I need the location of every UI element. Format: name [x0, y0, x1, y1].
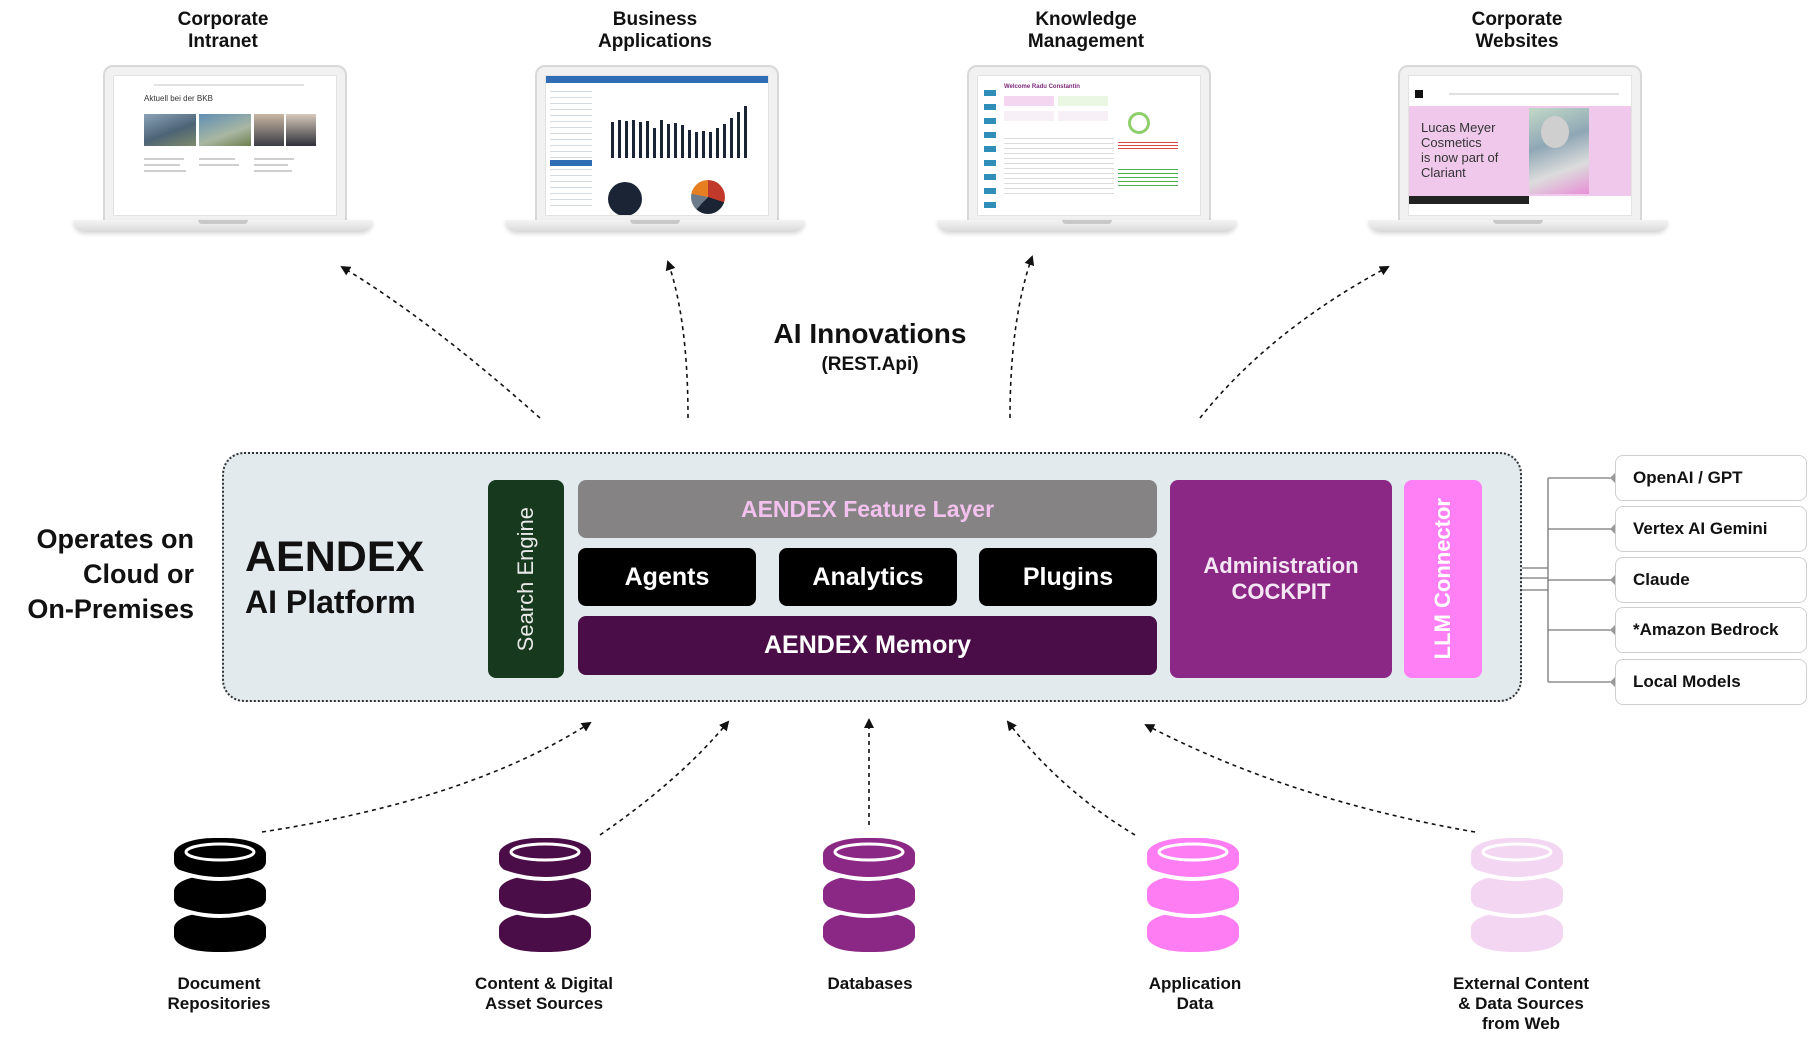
database-tier — [1471, 912, 1563, 952]
arrow-from-documents — [261, 721, 592, 833]
database-separator — [822, 905, 916, 918]
llm-model-claude: Claude — [1615, 557, 1807, 603]
database-tier — [499, 875, 591, 915]
deployment-note: Operates on Cloud or On-Premises — [27, 524, 194, 624]
database-separator — [1146, 868, 1240, 881]
database-tier — [1147, 912, 1239, 952]
database-separator — [1470, 868, 1564, 881]
data-source-label-application: Application Data — [1148, 974, 1242, 1013]
database-top-rim — [1157, 842, 1229, 862]
search-engine-label: Search Engine — [513, 506, 538, 652]
memory-label: AENDEX Memory — [764, 631, 971, 659]
feature-layer-block: AENDEX Feature Layer — [578, 480, 1157, 538]
database-tier — [499, 838, 591, 878]
arrow-to-intranet — [340, 265, 541, 419]
knowledge-screenshot: Welcome Radu Constantin — [977, 75, 1201, 216]
feature-layer-label: AENDEX Feature Layer — [740, 495, 995, 522]
ai-innovations-title: AI Innovations — [773, 318, 967, 349]
llm-model-vertex: Vertex AI Gemini — [1615, 506, 1807, 552]
ai-innovations-subtitle: (REST.Api) — [821, 354, 919, 375]
database-tier — [174, 838, 266, 878]
arrow-from-content — [599, 720, 730, 836]
database-tier — [1147, 875, 1239, 915]
arrow-to-business-apps — [665, 260, 689, 419]
database-top-rim — [509, 842, 581, 862]
database-separator — [173, 905, 267, 918]
database-tier — [1471, 875, 1563, 915]
database-icon-content — [498, 838, 592, 952]
knowledge-heading: Welcome Radu Constantin — [1004, 84, 1080, 90]
app-label-business-apps: Business Applications — [597, 9, 712, 52]
search-engine-block: Search Engine — [488, 480, 564, 678]
app-label-intranet: Corporate Intranet — [177, 9, 269, 52]
laptop-websites: Lucas Meyer Cosmetics is now part of Cla… — [1368, 65, 1668, 240]
data-source-label-databases: Databases — [827, 974, 913, 993]
llm-model-openai: OpenAI / GPT — [1615, 455, 1807, 501]
memory-block: AENDEX Memory — [578, 616, 1157, 675]
admin-cockpit-block: Administration COCKPIT — [1170, 480, 1392, 678]
database-top-rim — [184, 842, 256, 862]
plugins-label: Plugins — [1022, 562, 1114, 591]
plugins-block: Plugins — [979, 548, 1157, 606]
laptop-knowledge: Welcome Radu Constantin — [937, 65, 1237, 240]
arrow-from-application-data — [1006, 720, 1136, 836]
data-source-label-content: Content & Digital Asset Sources — [475, 974, 613, 1013]
app-label-knowledge: Knowledge Management — [1027, 9, 1145, 52]
database-tier — [823, 838, 915, 878]
database-tier — [823, 875, 915, 915]
database-separator — [498, 868, 592, 881]
database-icon-external — [1470, 838, 1564, 952]
database-tier — [1147, 838, 1239, 878]
agents-block: Agents — [578, 548, 756, 606]
database-separator — [1146, 905, 1240, 918]
analytics-block: Analytics — [779, 548, 957, 606]
database-top-rim — [1481, 842, 1553, 862]
database-top-rim — [833, 842, 905, 862]
laptop-business-apps — [505, 65, 805, 240]
app-label-websites: Corporate Websites — [1471, 9, 1563, 52]
llm-model-bedrock: *Amazon Bedrock — [1615, 607, 1807, 653]
database-icon-documents — [173, 838, 267, 952]
intranet-screenshot: Aktuell bei der BKB — [113, 75, 337, 216]
data-source-label-external: External Content & Data Sources from Web — [1452, 974, 1590, 1033]
database-icon-application — [1146, 838, 1240, 952]
database-separator — [822, 868, 916, 881]
agents-label: Agents — [624, 562, 710, 591]
database-separator — [1470, 905, 1564, 918]
platform-title: AENDEX — [245, 533, 425, 581]
platform-subtitle: AI Platform — [245, 584, 416, 620]
data-source-label-documents: Document Repositories — [167, 974, 271, 1013]
arrow-to-websites — [1199, 266, 1390, 419]
business-apps-screenshot — [545, 75, 769, 216]
llm-connector-block: LLM Connector — [1404, 480, 1482, 678]
bar-chart-thumbnail — [601, 98, 761, 158]
websites-hero-text: Lucas Meyer Cosmetics is now part of Cla… — [1421, 120, 1499, 180]
laptop-intranet: Aktuell bei der BKB — [73, 65, 373, 240]
intranet-heading: Aktuell bei der BKB — [144, 94, 213, 103]
llm-model-local: Local Models — [1615, 659, 1807, 705]
database-tier — [174, 875, 266, 915]
database-icon-databases — [822, 838, 916, 952]
database-tier — [174, 912, 266, 952]
database-separator — [173, 868, 267, 881]
websites-screenshot: Lucas Meyer Cosmetics is now part of Cla… — [1408, 75, 1632, 216]
database-separator — [498, 905, 592, 918]
database-tier — [499, 912, 591, 952]
llm-connector-label: LLM Connector — [1430, 498, 1455, 660]
database-tier — [823, 912, 915, 952]
analytics-label: Analytics — [812, 562, 924, 591]
arrow-from-external — [1144, 724, 1476, 833]
database-tier — [1471, 838, 1563, 878]
admin-cockpit-label: Administration COCKPIT — [1203, 553, 1359, 604]
